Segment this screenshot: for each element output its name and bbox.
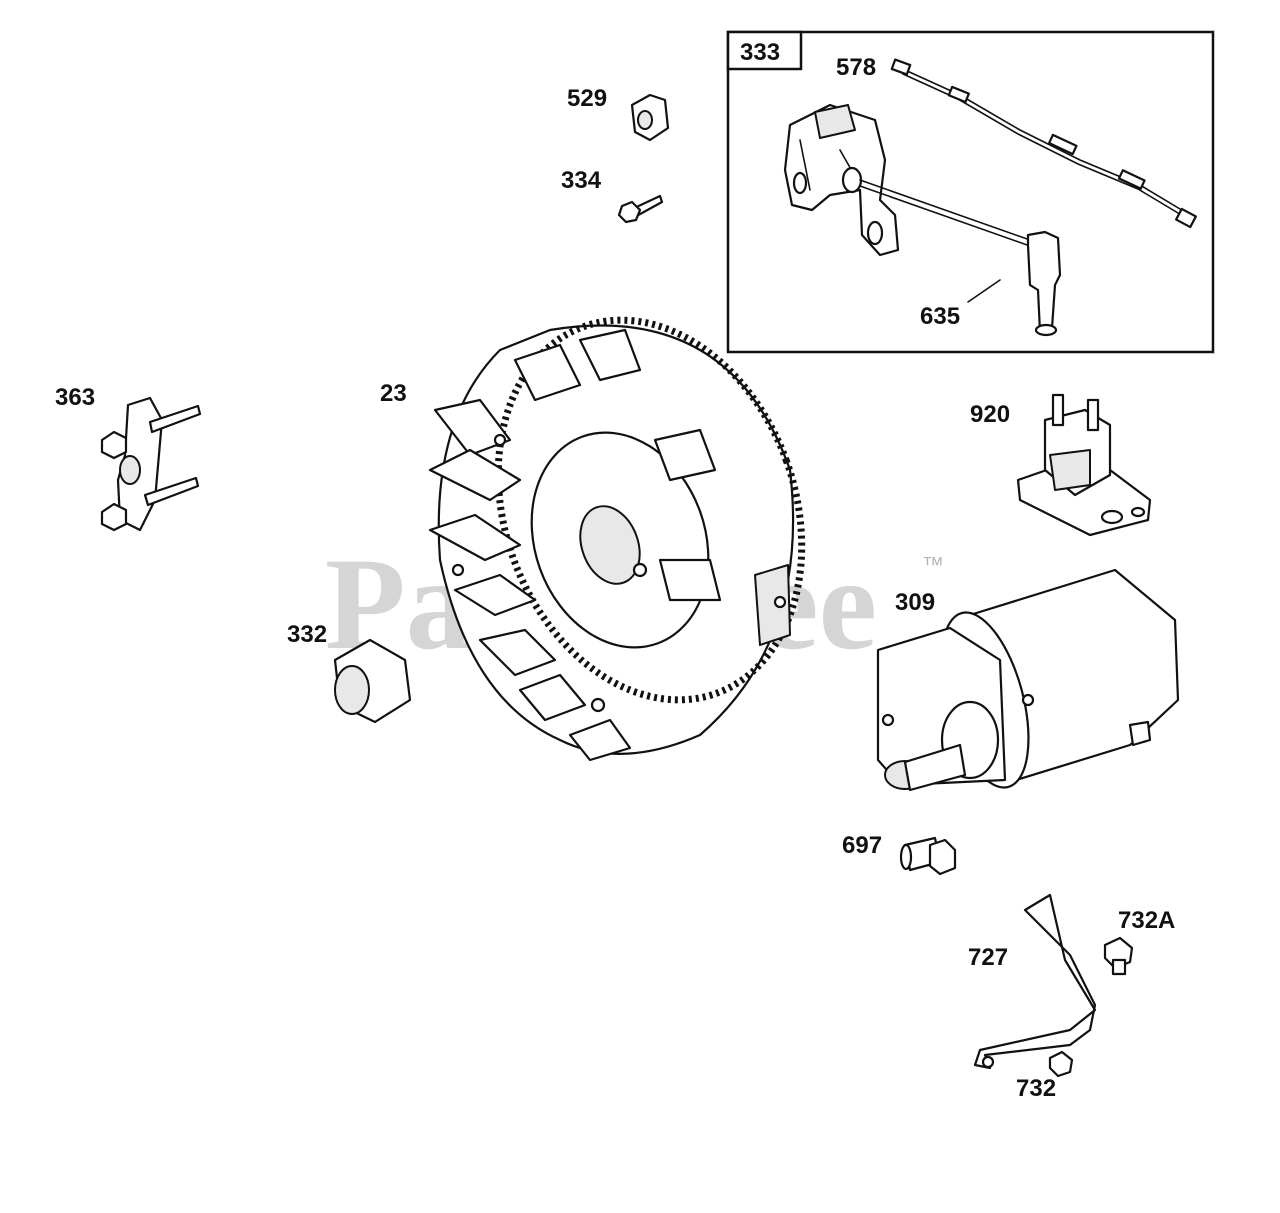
label-23: 23: [380, 380, 407, 407]
watermark-trademark: ™: [922, 552, 944, 577]
kit-box-333[interactable]: 333: [726, 30, 1215, 354]
part-529-grommet[interactable]: 529: [567, 85, 670, 142]
label-529: 529: [567, 85, 607, 112]
part-578-ground-wire[interactable]: 578: [836, 54, 1197, 229]
label-309: 309: [895, 589, 935, 616]
part-332-flange-nut[interactable]: 332: [287, 621, 412, 724]
label-727: 727: [968, 944, 1008, 971]
kit-box-label: 333: [740, 39, 780, 66]
label-334: 334: [561, 167, 602, 194]
part-920-solenoid[interactable]: 920: [970, 393, 1152, 537]
label-363: 363: [55, 384, 95, 411]
label-332: 332: [287, 621, 327, 648]
label-732: 732: [1016, 1075, 1056, 1102]
part-334-screw[interactable]: 334: [561, 167, 664, 224]
part-23-flywheel[interactable]: 23: [380, 277, 853, 762]
label-920: 920: [970, 401, 1010, 428]
part-727-bracket[interactable]: 727: [968, 893, 1097, 1070]
label-697: 697: [842, 832, 882, 859]
label-578: 578: [836, 54, 876, 81]
part-697-bolt[interactable]: 697: [842, 832, 957, 876]
part-309-starter-motor[interactable]: 309: [876, 568, 1180, 797]
ignition-armature[interactable]: [783, 103, 900, 257]
part-732A-screw[interactable]: 732A: [1103, 907, 1175, 976]
part-635-spark-plug-boot[interactable]: 635: [859, 179, 1062, 337]
label-732A: 732A: [1118, 907, 1175, 934]
part-732-screw[interactable]: 732: [1016, 1050, 1074, 1102]
label-635: 635: [920, 303, 960, 330]
part-363-bracket[interactable]: 363: [55, 384, 202, 532]
